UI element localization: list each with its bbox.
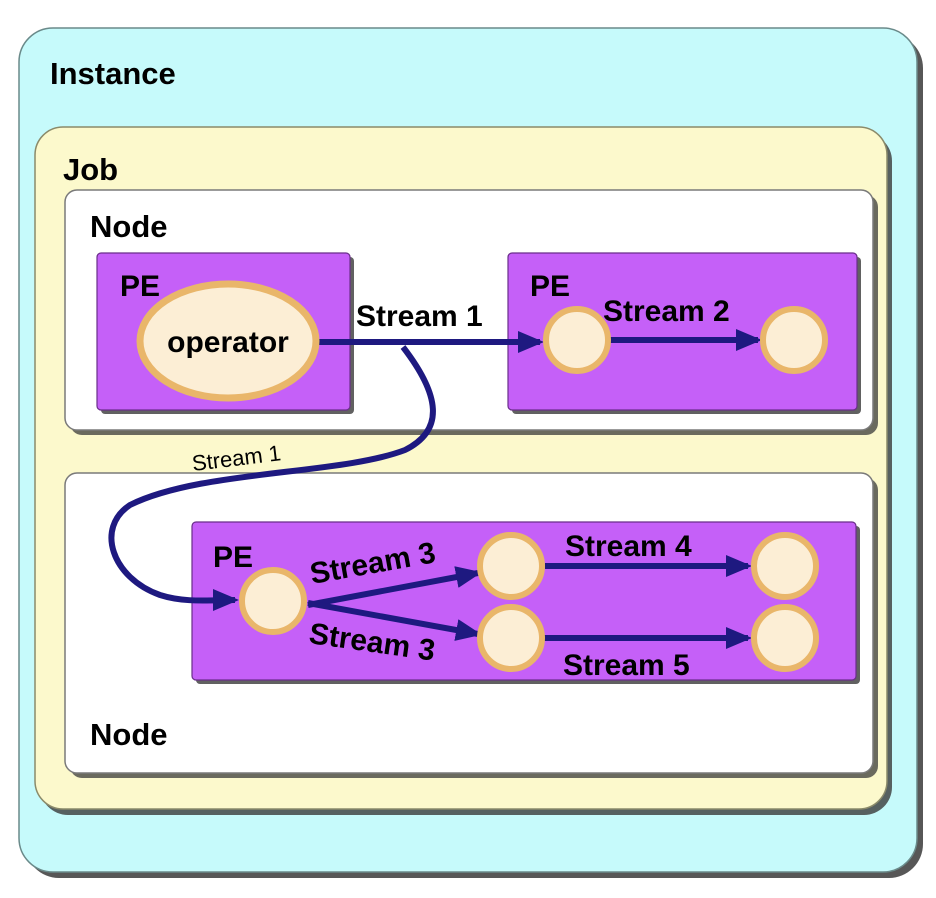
operator-circles bbox=[239, 306, 828, 672]
stream-5-label: Stream 5 bbox=[563, 649, 690, 682]
pe3-operator-upper-right bbox=[751, 532, 819, 600]
stream-2-label: Stream 2 bbox=[603, 295, 730, 328]
pe-box-2: PE bbox=[507, 252, 861, 414]
stream-3-lower-arrow bbox=[307, 600, 482, 641]
pe3-operator-lower bbox=[477, 604, 545, 672]
pe3-operator-upper bbox=[477, 532, 545, 600]
pe2-operator-a bbox=[543, 306, 611, 374]
stream-1-label: Stream 1 bbox=[356, 300, 483, 333]
stream-arrows bbox=[108, 329, 762, 649]
operator-node: operator bbox=[136, 280, 320, 402]
pe-label-3: PE bbox=[213, 541, 253, 574]
operator-label: operator bbox=[167, 326, 289, 359]
stream-1-curve-arrow bbox=[108, 345, 436, 612]
job-label: Job bbox=[63, 152, 118, 187]
pe2-operator-b bbox=[760, 306, 828, 374]
instance-label: Instance bbox=[50, 56, 176, 91]
node-label-top: Node bbox=[90, 209, 168, 244]
pe-label-2: PE bbox=[530, 270, 570, 303]
pe3-operator-input bbox=[239, 567, 307, 635]
node-label-bottom: Node bbox=[90, 717, 168, 752]
pe-label-1: PE bbox=[120, 270, 160, 303]
pe3-operator-lower-right bbox=[751, 604, 819, 672]
stream-3-upper-arrow bbox=[307, 566, 482, 608]
stream-4-label: Stream 4 bbox=[565, 530, 692, 563]
